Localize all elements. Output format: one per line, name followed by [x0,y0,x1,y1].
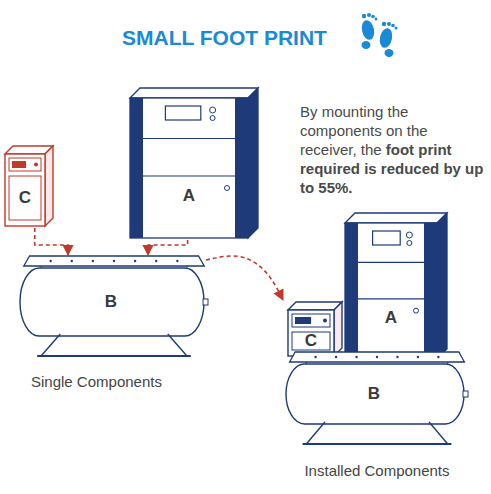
component-letter: C [305,331,317,351]
footprint-icon [360,13,397,57]
dashed-arrow [148,240,188,255]
component-box: A [130,88,258,238]
note-paragraph: By mounting the components on the receiv… [300,102,488,197]
component-letter: A [183,186,195,206]
comp-drawing [345,213,447,359]
dashed-arrow [35,228,68,255]
caption-label: Installed Components [284,462,470,479]
component-letter: B [105,292,117,312]
component-box: C [288,302,342,356]
component-letter: C [19,188,31,208]
component-box: B [18,256,210,360]
installed-assembly: Installed ComponentsCAB [284,212,470,448]
component-letter: B [368,384,380,404]
component-box: C [5,146,53,226]
comp-drawing [130,88,258,238]
component-box: B [284,352,470,448]
title: SMALL FOOT PRINT [122,26,327,50]
component-letter: A [385,308,397,328]
component-box: A [345,213,447,359]
caption-label: Single Components [31,373,162,390]
dryer-drawing [5,146,53,226]
dashed-arrow [206,256,283,300]
